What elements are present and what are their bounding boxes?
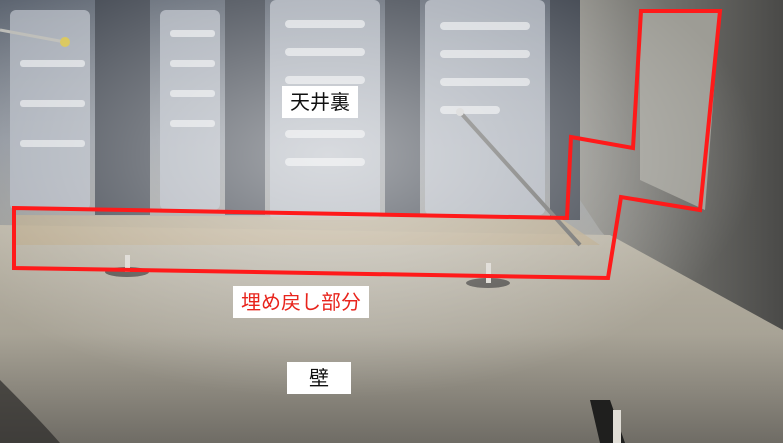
backfill-area-label: 埋め戻し部分 [233, 286, 369, 318]
vignette [0, 380, 60, 443]
backfill-highlight-outline [12, 9, 723, 281]
ceiling-space-label: 天井裏 [282, 86, 358, 118]
wall-label: 壁 [287, 362, 351, 394]
